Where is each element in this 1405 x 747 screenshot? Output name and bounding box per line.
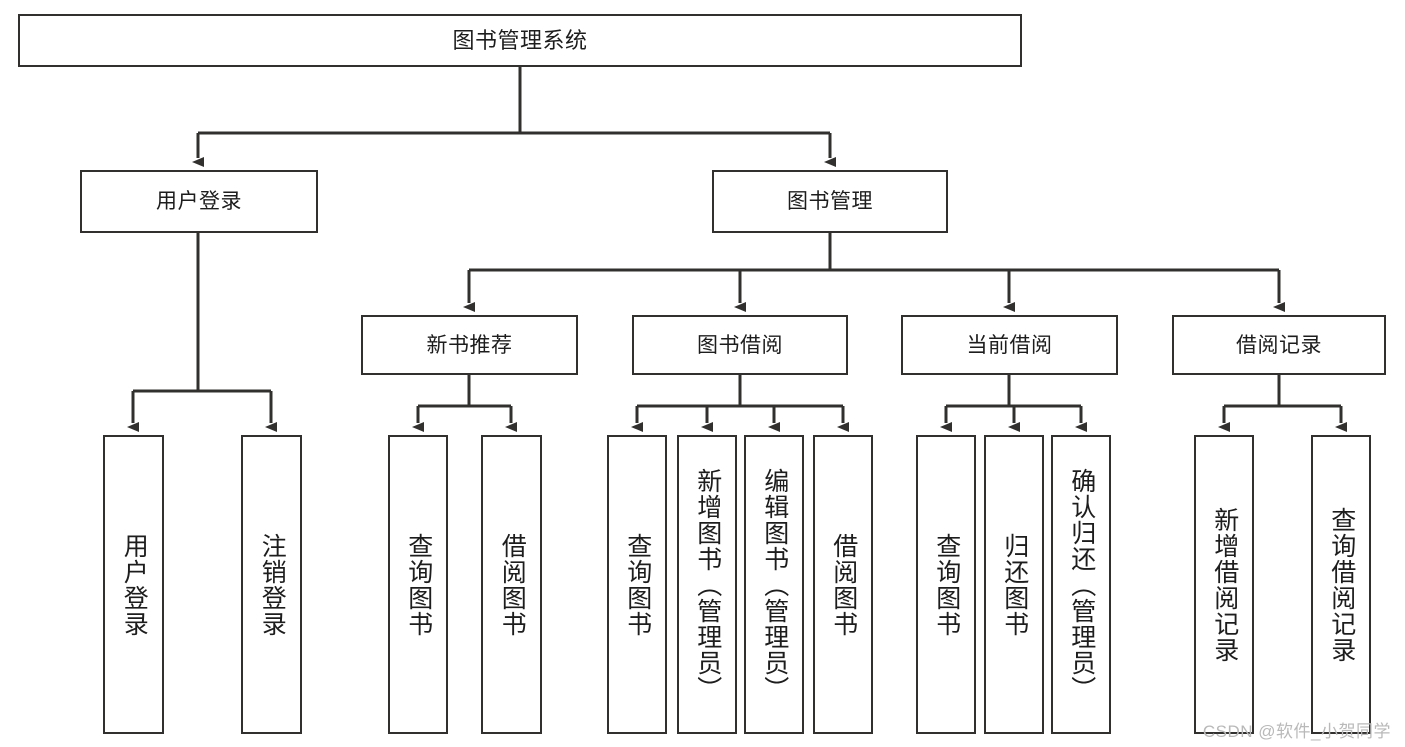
node-borrow-records[interactable]: 借阅记录	[1172, 315, 1386, 375]
node-leaf-borrow-book-1-label: 借阅图书	[498, 532, 527, 637]
node-leaf-confirm-return[interactable]: 确认归还（管理员）	[1051, 435, 1111, 734]
node-root-label: 图书管理系统	[452, 27, 588, 53]
node-leaf-user-login-label: 用户登录	[120, 532, 149, 637]
edge-userlogin-to-leaves	[127, 233, 277, 432]
node-current-borrow[interactable]: 当前借阅	[901, 315, 1118, 375]
edge-borrowrecords-to-leaves	[1218, 375, 1347, 432]
node-leaf-query-book-2-label: 查询图书	[623, 532, 652, 637]
node-root[interactable]: 图书管理系统	[18, 14, 1022, 67]
node-leaf-query-book-1-label: 查询图书	[404, 532, 433, 637]
node-leaf-add-book-label: 新增图书（管理员）	[693, 467, 722, 702]
node-borrow-records-label: 借阅记录	[1236, 333, 1322, 357]
node-leaf-logout-label: 注销登录	[258, 532, 287, 637]
node-leaf-add-record-label: 新增借阅记录	[1210, 506, 1239, 663]
node-leaf-query-record[interactable]: 查询借阅记录	[1311, 435, 1371, 734]
node-leaf-add-record[interactable]: 新增借阅记录	[1194, 435, 1254, 734]
node-leaf-query-book-2[interactable]: 查询图书	[607, 435, 667, 734]
edge-newbook-to-leaves	[412, 375, 517, 432]
node-new-book-recommend[interactable]: 新书推荐	[361, 315, 578, 375]
node-new-book-recommend-label: 新书推荐	[426, 333, 513, 357]
node-book-borrow-label: 图书借阅	[697, 333, 783, 357]
node-leaf-confirm-return-label: 确认归还（管理员）	[1067, 467, 1096, 702]
node-leaf-return-book[interactable]: 归还图书	[984, 435, 1044, 734]
edge-root-to-level2	[192, 67, 836, 167]
node-leaf-query-book-3[interactable]: 查询图书	[916, 435, 976, 734]
node-book-management-label: 图书管理	[787, 190, 873, 213]
node-user-login[interactable]: 用户登录	[80, 170, 318, 233]
node-current-borrow-label: 当前借阅	[966, 333, 1053, 357]
node-leaf-edit-book[interactable]: 编辑图书（管理员）	[744, 435, 804, 734]
node-leaf-borrow-book-1[interactable]: 借阅图书	[481, 435, 542, 734]
edge-currentborrow-to-leaves	[940, 375, 1087, 432]
node-leaf-query-book-3-label: 查询图书	[932, 532, 961, 637]
node-leaf-return-book-label: 归还图书	[1000, 532, 1029, 637]
node-leaf-query-record-label: 查询借阅记录	[1327, 506, 1356, 663]
node-leaf-user-login[interactable]: 用户登录	[103, 435, 164, 734]
node-leaf-borrow-book-2-label: 借阅图书	[829, 532, 858, 637]
node-leaf-add-book[interactable]: 新增图书（管理员）	[677, 435, 737, 734]
node-leaf-borrow-book-2[interactable]: 借阅图书	[813, 435, 873, 734]
node-book-management[interactable]: 图书管理	[712, 170, 948, 233]
node-book-borrow[interactable]: 图书借阅	[632, 315, 848, 375]
node-leaf-edit-book-label: 编辑图书（管理员）	[760, 467, 789, 702]
edge-bookmanagement-to-level3	[463, 233, 1285, 312]
node-leaf-query-book-1[interactable]: 查询图书	[388, 435, 448, 734]
node-user-login-label: 用户登录	[156, 190, 242, 213]
edge-bookborrow-to-leaves	[631, 375, 849, 432]
node-leaf-logout[interactable]: 注销登录	[241, 435, 302, 734]
